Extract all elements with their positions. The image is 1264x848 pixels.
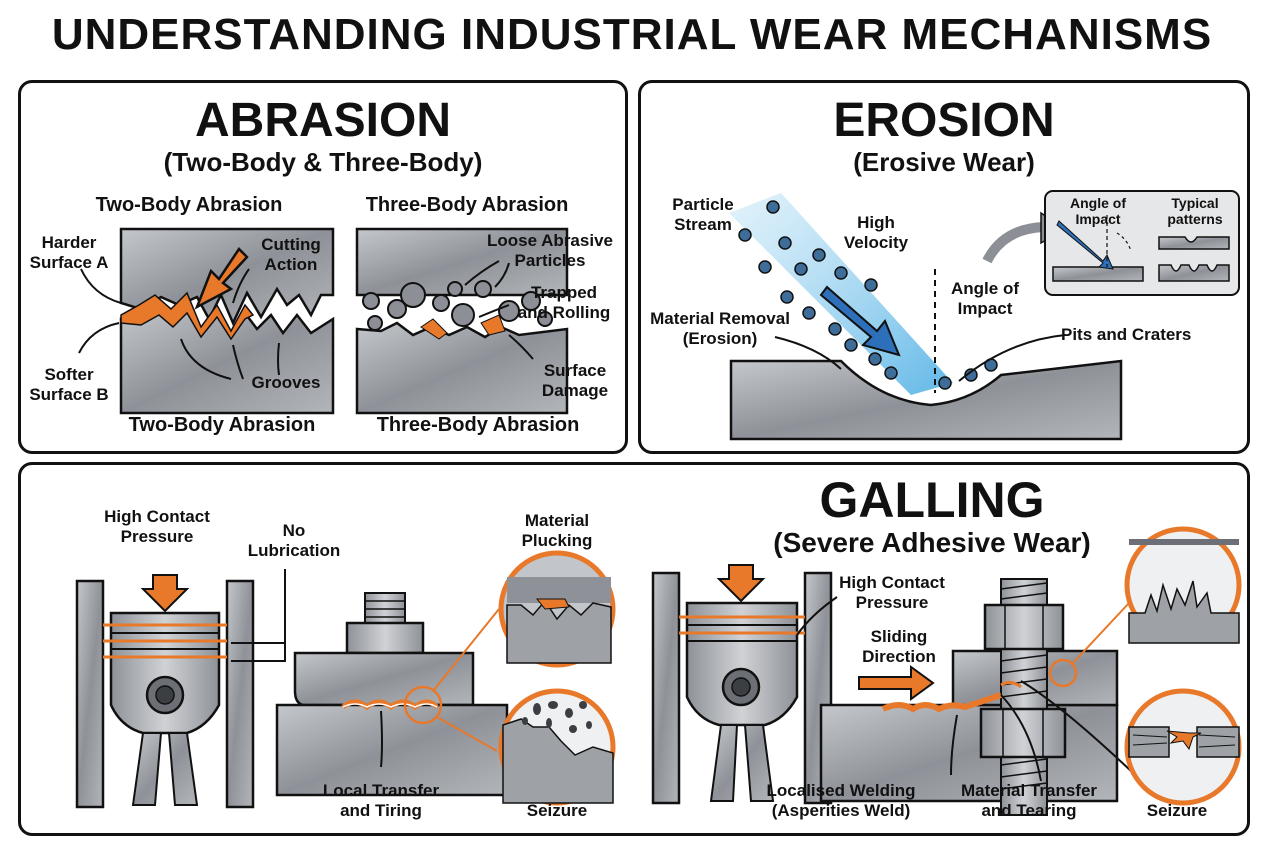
damage-leader — [508, 334, 534, 360]
damage-mark-2 — [480, 314, 506, 336]
right-bolt-joint — [819, 578, 1132, 816]
galling-tear-magnifier — [1124, 526, 1242, 644]
cutting-leader — [232, 268, 250, 304]
galling-panel: GALLING (Severe Adhesive Wear) High Cont… — [18, 462, 1250, 836]
damage-mark-1 — [420, 318, 448, 340]
inset-pattern-multiple — [1158, 264, 1230, 282]
sliding-direction-arrow-icon — [858, 665, 935, 701]
abrasion-panel: ABRASION (Two-Body & Three-Body) Two-Bod… — [18, 80, 628, 454]
material-plucking-magnifier — [498, 550, 616, 668]
removal-leader — [774, 336, 842, 370]
deformed-layer — [120, 291, 255, 341]
three-body-top-surface — [355, 227, 569, 297]
cutting-arrow-icon — [194, 247, 249, 310]
particles-leader-1 — [464, 260, 500, 286]
seizure-left-label: Seizure — [526, 801, 588, 820]
erosion-particles — [738, 200, 998, 390]
erosion-illustration — [729, 190, 1240, 441]
grooves-label: Grooves — [251, 373, 321, 392]
pits-leader — [958, 334, 1066, 382]
right-pressure-arrow-icon — [716, 564, 766, 603]
abrasion-title: ABRASION — [194, 94, 451, 147]
eroded-surface — [729, 359, 1123, 441]
seizure-magnifier-right — [1124, 688, 1242, 806]
three-body-bottom-surface — [355, 321, 569, 415]
two-body-caption: Two-Body Abrasion — [128, 414, 316, 436]
abrasion-subtitle: (Two-Body & Three-Body) — [163, 147, 483, 177]
seizure-right-label: Seizure — [1146, 801, 1208, 820]
abrasion-illustration — [78, 227, 569, 415]
inset-angle-plate — [1052, 266, 1144, 282]
three-body-caption: Three-Body Abrasion — [376, 414, 580, 436]
loose-abrasive-particles — [362, 280, 553, 331]
grooves-leader-1 — [180, 338, 232, 380]
left-piston-assembly — [75, 569, 286, 809]
seizure-magnifier-left — [498, 688, 616, 806]
erosion-subtitle: (Erosive Wear) — [853, 147, 1035, 177]
page-title: UNDERSTANDING INDUSTRIAL WEAR MECHANISMS — [51, 10, 1213, 59]
inset-pointer — [982, 222, 1044, 264]
galling-title: GALLING — [819, 472, 1045, 528]
erosion-title: EROSION — [833, 94, 1055, 147]
velocity-arrow-icon — [819, 285, 901, 357]
grooves-leader-3 — [277, 342, 280, 376]
localised-welding-label: Localised Welding(Asperities Weld) — [766, 781, 916, 820]
inset-angle-arrow — [1056, 220, 1114, 270]
galling-subtitle: (Severe Adhesive Wear) — [773, 527, 1091, 558]
softer-leader — [78, 322, 120, 354]
inset-pattern-single — [1158, 236, 1230, 250]
pits-craters-label: Pits and Craters — [1061, 325, 1192, 344]
harder-leader — [80, 268, 122, 304]
three-body-heading: Three-Body Abrasion — [365, 194, 569, 216]
trapped-leader — [478, 304, 510, 318]
particles-leader-2 — [494, 262, 510, 288]
inset-angle-arc — [1116, 232, 1132, 252]
material-removal-label: Material Removal(Erosion) — [650, 309, 790, 348]
galling-illustration — [75, 526, 1242, 816]
right-piston-assembly — [651, 564, 838, 805]
left-pressure-arrow-icon — [140, 574, 190, 613]
grooves-leader-2 — [232, 344, 244, 380]
two-body-heading: Two-Body Abrasion — [95, 194, 283, 216]
left-bolt-joint — [275, 592, 509, 797]
